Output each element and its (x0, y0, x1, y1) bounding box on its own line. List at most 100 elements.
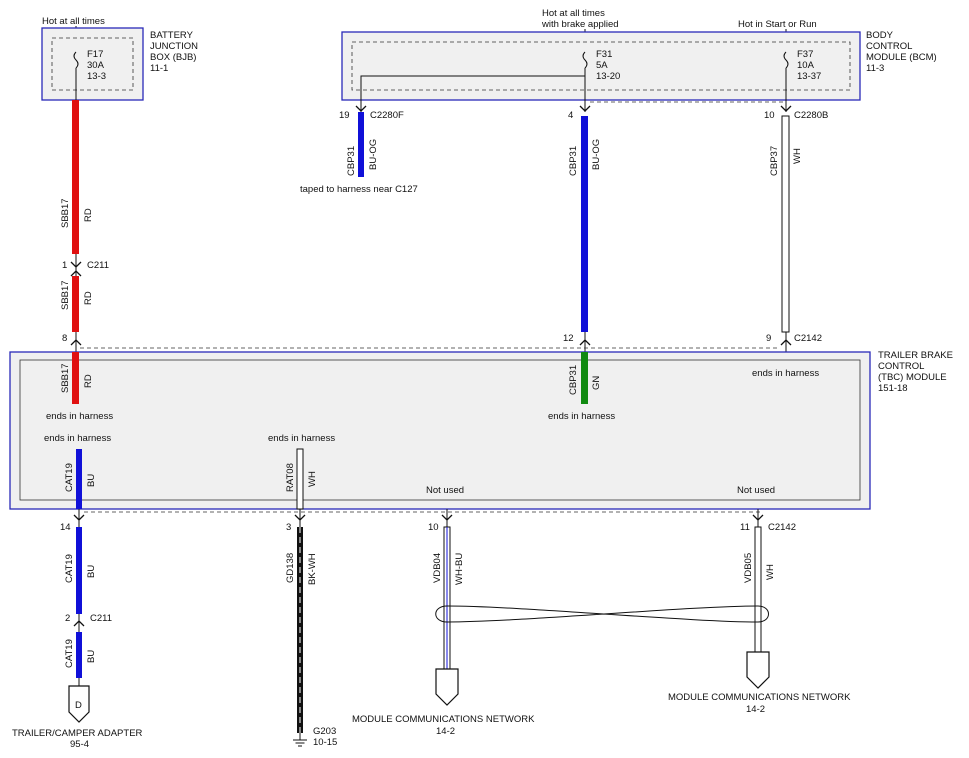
pin-3: 3 (286, 522, 291, 533)
wire-wh-label-2: WH (307, 471, 318, 487)
ends-in-harness-3: ends in harness (752, 368, 819, 379)
wire-gn-label-tbc: GN (591, 376, 602, 390)
bjb-name-2: JUNCTION (150, 41, 198, 52)
fuse-f37-ref: 13-37 (797, 71, 821, 82)
bcm-name-3: MODULE (BCM) (866, 52, 937, 63)
pin-14: 14 (60, 522, 71, 533)
wire-cbp31-taped: CBP31 BU-OG taped to harness near C127 (300, 112, 418, 195)
wire-rd-label-tbc: RD (83, 374, 94, 388)
not-used-2: Not used (737, 485, 775, 496)
bcm-ref: 11-3 (866, 63, 884, 74)
fuse-f31-icon (582, 51, 588, 69)
wire-vdb04: VDB04 WH-BU MODULE COMMUNICATIONS NETWOR… (352, 526, 535, 737)
trailer-adapter-icon (68, 685, 90, 723)
tbc-ref: 151-18 (878, 383, 908, 394)
connector-c2280b: C2280B (794, 110, 828, 121)
wire-cat19-label-tbc: CAT19 (64, 463, 75, 492)
fuse-f17-id: F17 (87, 49, 103, 60)
trailer-brake-control-module: SBB17 RD CBP31 GN ends in harness ends i… (9, 347, 953, 510)
network-connector-2-icon (746, 651, 770, 689)
ground-icon (293, 733, 307, 747)
net-name-2: MODULE COMMUNICATIONS NETWORK (668, 692, 851, 703)
connector-c2280: 19 C2280F 4 10 C2280B (339, 100, 828, 121)
pin-10-bottom: 10 (428, 522, 439, 533)
wire-cbp31-label-2: CBP31 (568, 146, 579, 176)
fuse-f37-rating: 10A (797, 60, 815, 71)
bjb-ref: 11-1 (150, 63, 168, 74)
wire-rat08-label: RAT08 (285, 463, 296, 492)
net-ref-1: 14-2 (436, 726, 455, 737)
pin-8: 8 (62, 333, 67, 344)
wire-cbp31-label-tbc: CBP31 (568, 365, 579, 395)
wire-bu-og-label-2: BU-OG (591, 139, 602, 170)
fuse-f31-rating: 5A (596, 60, 608, 71)
bjb-name-1: BATTERY (150, 30, 194, 41)
fuse-f17-ref: 13-3 (87, 71, 106, 82)
fuse-f37-id: F37 (797, 49, 813, 60)
pin-10-top: 10 (764, 110, 775, 121)
ends-in-harness-5: ends in harness (268, 433, 335, 444)
body-control-module: Hot at all times with brake applied Hot … (341, 8, 937, 103)
pin-4: 4 (568, 110, 573, 121)
tbc-name-1: TRAILER BRAKE (878, 350, 953, 361)
wire-vdb05-label: VDB05 (743, 553, 754, 583)
fuse-f17-icon (73, 51, 79, 69)
adapter-letter: D (75, 700, 82, 711)
connector-c2280f: C2280F (370, 110, 404, 121)
fuse-f17-rating: 30A (87, 60, 105, 71)
bcm-supply-a-2: with brake applied (541, 19, 619, 30)
wire-cat19: CAT19 BU 2 C211 CAT19 BU D TRAILER/CAMPE… (12, 527, 143, 750)
wire-bu-label-tbc: BU (86, 474, 97, 487)
bcm-name-2: CONTROL (866, 41, 912, 52)
wire-rd-label-2: RD (83, 291, 94, 305)
battery-junction-box: Hot at all times F17 30A 13-3 BATTERY JU… (41, 16, 198, 101)
ends-in-harness-1: ends in harness (46, 411, 113, 422)
wire-vdb04-label: VDB04 (432, 553, 443, 583)
twisted-pair-icon (435, 605, 769, 623)
adapter-name: TRAILER/CAMPER ADAPTER (12, 728, 143, 739)
ground-ref: 10-15 (313, 737, 337, 748)
bcm-name-1: BODY (866, 30, 894, 41)
connector-c211-bottom: C211 (90, 613, 112, 624)
wire-bu-og-label-1: BU-OG (368, 139, 379, 170)
wire-vdb05: VDB05 WH MODULE COMMUNICATIONS NETWORK 1… (668, 526, 851, 715)
tbc-name-3: (TBC) MODULE (878, 372, 947, 383)
adapter-ref: 95-4 (70, 739, 89, 750)
wire-sbb17-label-tbc: SBB17 (60, 363, 71, 393)
wire-cbp37-label: CBP37 (769, 146, 780, 176)
tbc-name-2: CONTROL (878, 361, 924, 372)
wire-wh-bu-label: WH-BU (454, 553, 465, 585)
pin-11: 11 (740, 522, 750, 533)
connector-c2142-top: C2142 (794, 333, 822, 344)
wire-cbp37: CBP37 WH 9 C2142 (766, 115, 822, 356)
wire-sbb17-label-1: SBB17 (60, 198, 71, 228)
bjb-supply-label: Hot at all times (42, 16, 105, 27)
ends-in-harness-2: ends in harness (548, 411, 615, 422)
bcm-supply-b: Hot in Start or Run (738, 19, 817, 30)
connector-c211-top: C211 (87, 260, 109, 271)
pin-12: 12 (563, 333, 574, 344)
wire-cat19-label-1: CAT19 (64, 554, 75, 583)
ends-in-harness-4: ends in harness (44, 433, 111, 444)
pin-1: 1 (62, 260, 67, 271)
wire-wh-label-1: WH (792, 148, 803, 164)
wire-cbp31-label-1: CBP31 (346, 146, 357, 176)
not-used-1: Not used (426, 485, 464, 496)
wire-sbb17-label-2: SBB17 (60, 280, 71, 310)
pin-19: 19 (339, 110, 350, 121)
wire-bu-label-1: BU (86, 565, 97, 578)
wire-bk-wh-label: BK-WH (307, 553, 318, 585)
wire-wh-label-3: WH (765, 564, 776, 580)
fuse-f31-id: F31 (596, 49, 612, 60)
bjb-name-3: BOX (BJB) (150, 52, 196, 63)
ground-id: G203 (313, 726, 336, 737)
wire-rd-label-1: RD (83, 208, 94, 222)
bcm-supply-a-1: Hot at all times (542, 8, 605, 19)
connector-c2142-bottom: 14 3 10 11 C2142 (60, 509, 796, 533)
wire-gd138-label: GD138 (285, 553, 296, 583)
taped-note: taped to harness near C127 (300, 184, 418, 195)
net-name-1: MODULE COMMUNICATIONS NETWORK (352, 714, 535, 725)
wire-bu-label-2: BU (86, 650, 97, 663)
fuse-f37-icon (783, 51, 789, 69)
